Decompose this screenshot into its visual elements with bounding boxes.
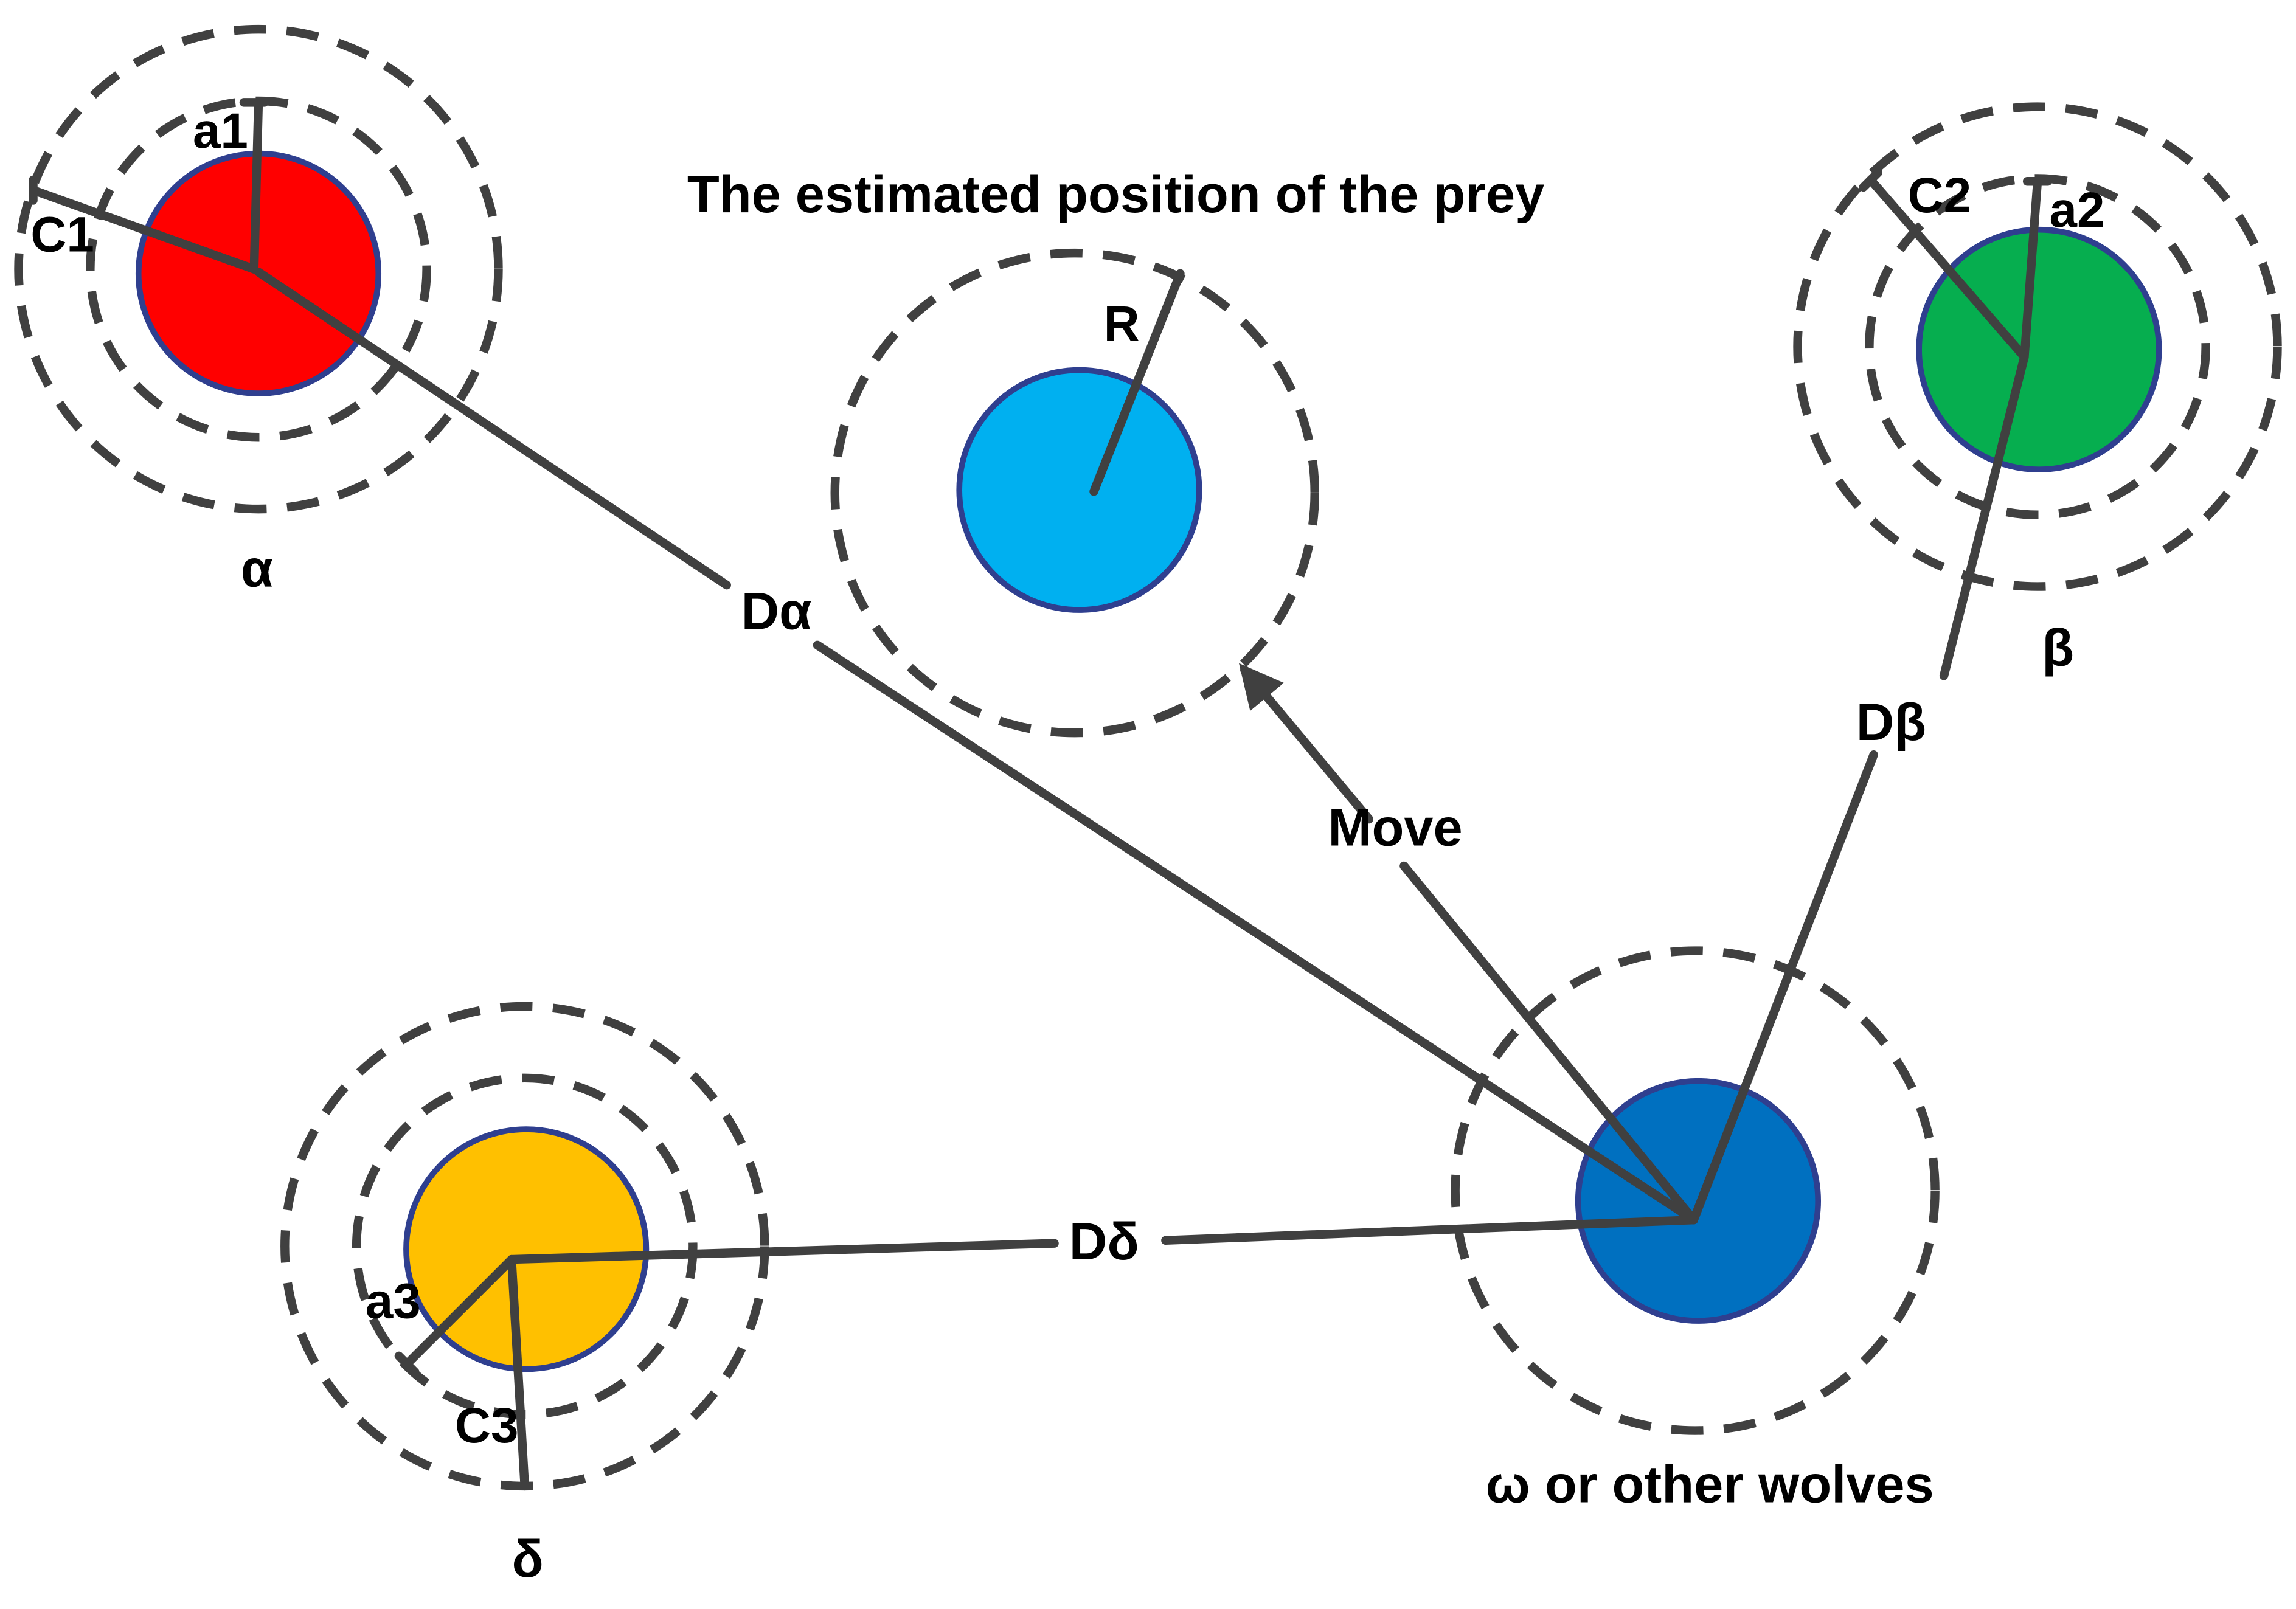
- d-alpha-line-lower: [813, 640, 1698, 1225]
- distance-lines: Dα Dβ Dδ Move: [254, 268, 2029, 1271]
- label-c2: C2: [1908, 168, 1972, 223]
- alpha-a1-radius: [249, 98, 263, 274]
- delta-wolf-group: a3 C3 δ: [280, 1002, 769, 1588]
- beta-c2-tick: [1859, 168, 1883, 192]
- alpha-outer-ring: [14, 24, 503, 514]
- move-arrow-lower: [1399, 861, 1698, 1225]
- label-move: Move: [1328, 798, 1462, 857]
- label-r: R: [1104, 296, 1140, 351]
- omega-wolf-group: ω or other wolves: [1451, 946, 1940, 1514]
- d-beta-line-lower: [1689, 750, 1878, 1225]
- omega-ring: [1451, 946, 1940, 1435]
- label-omega: ω or other wolves: [1486, 1455, 1934, 1514]
- label-delta: δ: [512, 1530, 544, 1588]
- move-arrow-upper: [1239, 663, 1373, 824]
- label-beta: β: [2042, 618, 2074, 677]
- delta-a3-radius: [403, 1254, 516, 1368]
- prey: [956, 367, 1202, 613]
- beta-outer-ring: [1793, 102, 2282, 591]
- label-a2: a2: [2049, 182, 2104, 238]
- beta-a2-radius: [2020, 177, 2042, 362]
- d-alpha-line-upper: [254, 268, 731, 590]
- label-a1: a1: [193, 103, 248, 159]
- diagram-title: The estimated position of the prey: [687, 165, 1544, 224]
- d-beta-line-upper: [1939, 352, 2029, 680]
- alpha-c1-radius: [29, 185, 258, 274]
- beta-wolf: [1916, 226, 2162, 472]
- label-c3: C3: [455, 1398, 519, 1453]
- prey-ring: [830, 248, 1319, 738]
- alpha-wolf-group: a1 C1 α: [14, 24, 503, 598]
- delta-c3-radius: [507, 1254, 529, 1491]
- d-delta-line-right: [1161, 1215, 1698, 1245]
- label-alpha: α: [241, 540, 273, 598]
- delta-a3-tick: [394, 1351, 420, 1377]
- d-delta-line-left: [507, 1239, 1059, 1264]
- label-a3: a3: [366, 1273, 421, 1329]
- label-d-delta: Dδ: [1069, 1213, 1139, 1271]
- label-d-beta: Dβ: [1856, 693, 1926, 752]
- prey-group: R: [830, 248, 1319, 738]
- label-c1: C1: [30, 207, 94, 263]
- beta-c2-radius: [1866, 175, 2029, 362]
- prey-r-radius: [1089, 269, 1185, 496]
- beta-wolf-group: a2 C2 β: [1793, 102, 2282, 677]
- label-d-alpha: Dα: [741, 582, 812, 640]
